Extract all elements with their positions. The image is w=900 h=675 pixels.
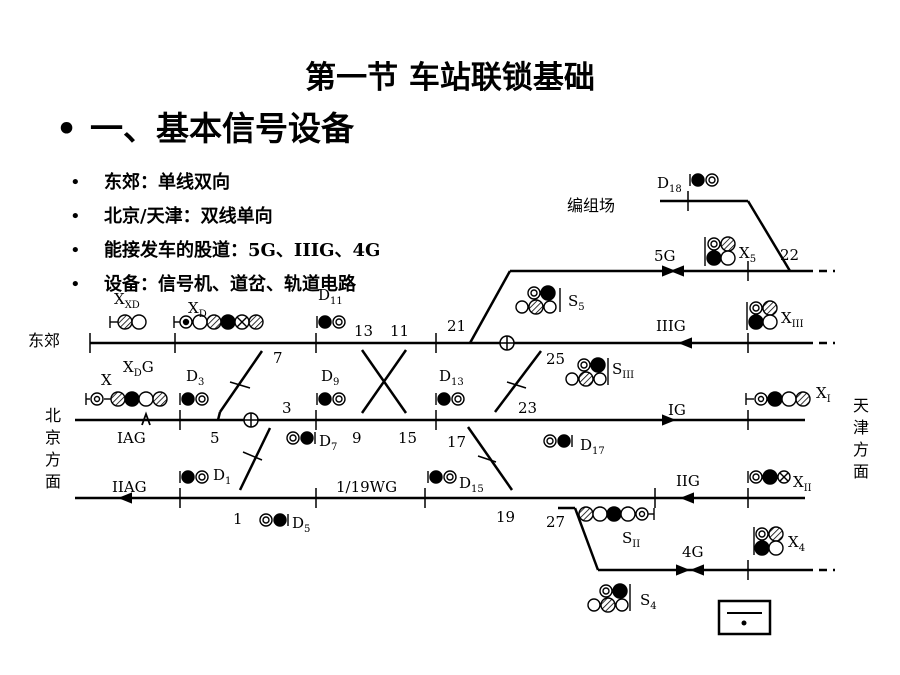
switch-21-leg [468, 270, 512, 344]
bullet-item: • 能接发车的股道：5G、IIIG、4G [70, 236, 380, 270]
switch-7-leg [218, 350, 264, 413]
switch-5-leg [216, 411, 222, 421]
heading-bullet: • [56, 109, 78, 148]
track-label-iig: IIG [676, 472, 700, 490]
switch-number: 13 [354, 322, 373, 340]
track-label-iag: IAG [117, 429, 146, 447]
switch-number: 17 [447, 433, 466, 451]
bullet-list: • 东郊：单线双向 • 北京/天津：双线单向 • 能接发车的股道：5G、IIIG、4G… [70, 168, 380, 304]
switch-number: 3 [282, 399, 292, 417]
switch-number: 23 [518, 399, 537, 417]
signal-name-d15: D15 [459, 474, 484, 495]
label-beijing: 北京方面 [45, 406, 61, 491]
signal-name-x4: X4 [788, 533, 805, 554]
switch-number: 22 [780, 246, 799, 264]
signal-name-xii: XII [793, 473, 812, 494]
bullet-text: 东郊：单线双向 [104, 172, 230, 193]
label-dongjiao: 东郊 [28, 331, 60, 350]
signal-name-x: X [101, 371, 112, 389]
page-title: 第一节 车站联锁基础 [305, 60, 595, 96]
track-label-4g: 4G [682, 543, 704, 561]
switch-23-leg [494, 350, 542, 413]
switch-number: 5 [210, 429, 220, 447]
signal-name-d1: D1 [213, 466, 231, 487]
bullet-text: 北京/天津：双线单向 [104, 206, 273, 227]
switch-number: 15 [398, 429, 417, 447]
bullet-text: 能接发车的股道：5G、IIIG、4G [104, 240, 381, 261]
switch-number: 21 [447, 317, 466, 335]
bullet-item: • 北京/天津：双线单向 [70, 202, 380, 236]
bullet-item: • 东郊：单线双向 [70, 168, 380, 202]
label-marshalling-yard: 编组场 [567, 196, 615, 215]
signal-name-sii: SII [622, 529, 640, 550]
switch-number: 27 [546, 513, 565, 531]
track-label-iiag: IIAG [112, 478, 147, 496]
direction-arrows [118, 265, 720, 576]
signal-name-siii: SIII [612, 360, 634, 381]
track-label-iiig: IIIG [656, 317, 686, 335]
track-label-5g: 5G [654, 247, 676, 265]
signal-name-d7: D7 [319, 432, 337, 453]
relay-box-symbol [717, 599, 772, 636]
switch-number: 7 [273, 349, 283, 367]
bullet-dot: • [70, 240, 81, 261]
label-tianjin: 天津方面 [853, 396, 869, 481]
switch-number: 1 [233, 510, 243, 528]
switch-17-leg [466, 426, 514, 491]
track-crossing-marks [243, 335, 515, 428]
switch-number: 25 [546, 350, 565, 368]
bullet-dot: • [70, 172, 81, 193]
signal-name-d3: D3 [186, 367, 204, 388]
switch-cross-b [360, 349, 408, 414]
switch-number: 9 [352, 429, 362, 447]
signal-name-xi: XI [816, 384, 831, 405]
signal-name-d9: D9 [321, 367, 339, 388]
switch-number: 19 [496, 508, 515, 526]
switch-27-leg [573, 507, 600, 571]
signal-name-d18: D18 [657, 174, 682, 195]
bullet-item: • 设备：信号机、道岔、轨道电路 [70, 270, 380, 304]
track-break-mark [141, 411, 151, 426]
section-heading: • 一、基本信号设备 [56, 102, 354, 150]
heading-text: 一、基本信号设备 [90, 109, 354, 148]
signal-name-x5: X5 [739, 244, 756, 265]
bullet-dot: • [70, 206, 81, 227]
switch-1-leg [238, 427, 272, 491]
bullet-dot: • [70, 274, 81, 295]
track-label-ig: IG [668, 401, 686, 419]
signal-name-s5: S5 [568, 292, 585, 313]
signal-name-s4: S4 [640, 591, 657, 612]
switch-22-leg [746, 200, 792, 272]
bullet-text: 设备：信号机、道岔、轨道电路 [104, 274, 356, 295]
signal-name-d5: D5 [292, 514, 310, 535]
track-label-1-19wg: 1/19WG [336, 478, 397, 496]
signal-name-d17: D17 [580, 436, 605, 457]
switch-number: 11 [390, 322, 409, 340]
signal-name-xiii: XIII [781, 309, 804, 330]
signal-name-d13: D13 [439, 367, 464, 388]
signal-name-xdg: XDG [123, 358, 154, 379]
switch-cross-a [360, 349, 408, 414]
